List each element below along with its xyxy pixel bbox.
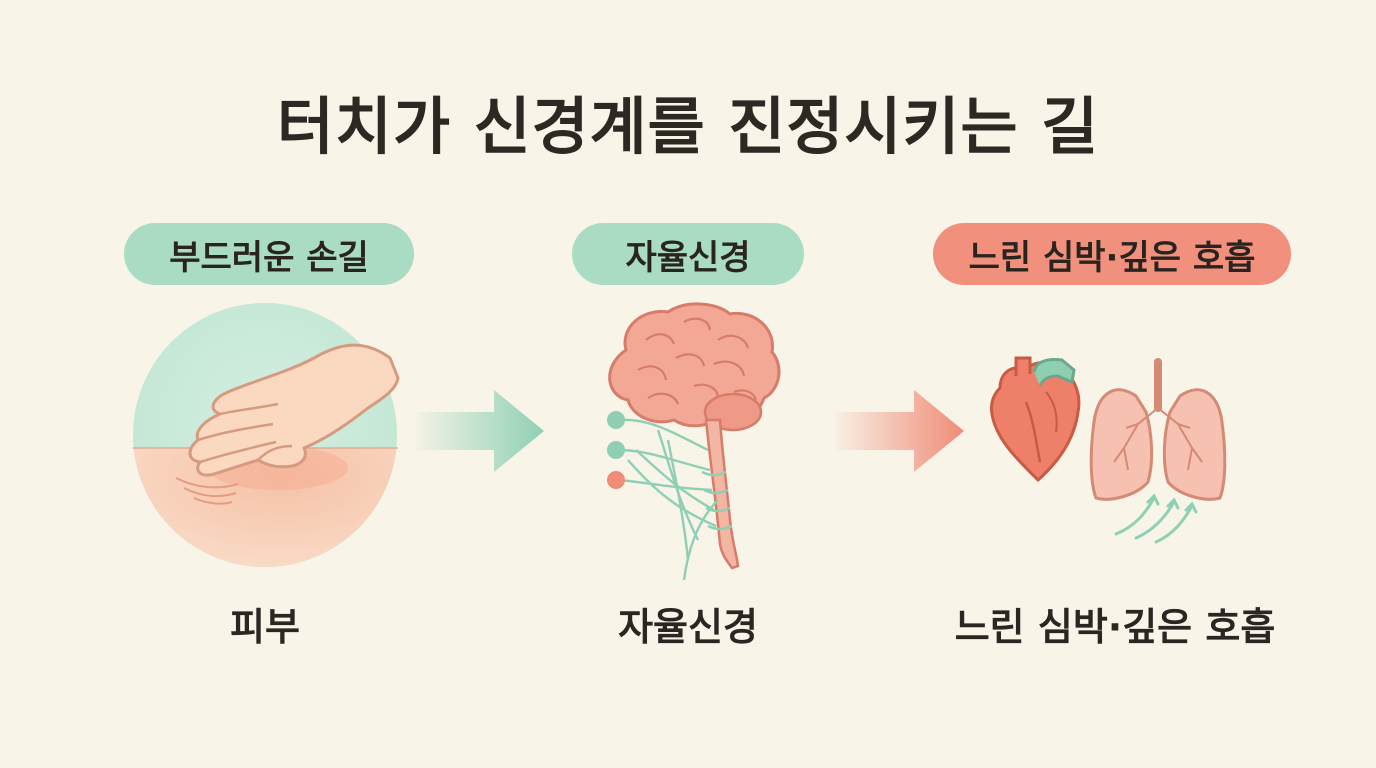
step-2-caption: 자율신경 xyxy=(618,605,758,649)
step-2-label-pill: 자율신경 xyxy=(572,223,804,285)
arrow-right-icon xyxy=(836,390,964,472)
arrow-right-icon xyxy=(416,390,544,472)
step-3-label-pill: 느린 심박·깊은 호흡 xyxy=(933,223,1291,285)
brain-and-spinal-nerves-icon xyxy=(607,302,781,581)
step-3-caption: 느린 심박·깊은 호흡 xyxy=(954,605,1276,649)
hand-touching-skin-icon xyxy=(133,303,400,567)
heart-and-lungs-icon xyxy=(990,356,1227,544)
diagram-title: 터치가 신경계를 진정시키는 길 xyxy=(276,90,1100,163)
step-1-label-pill: 부드러운 손길 xyxy=(124,223,414,285)
step-1-caption: 피부 xyxy=(230,605,300,649)
